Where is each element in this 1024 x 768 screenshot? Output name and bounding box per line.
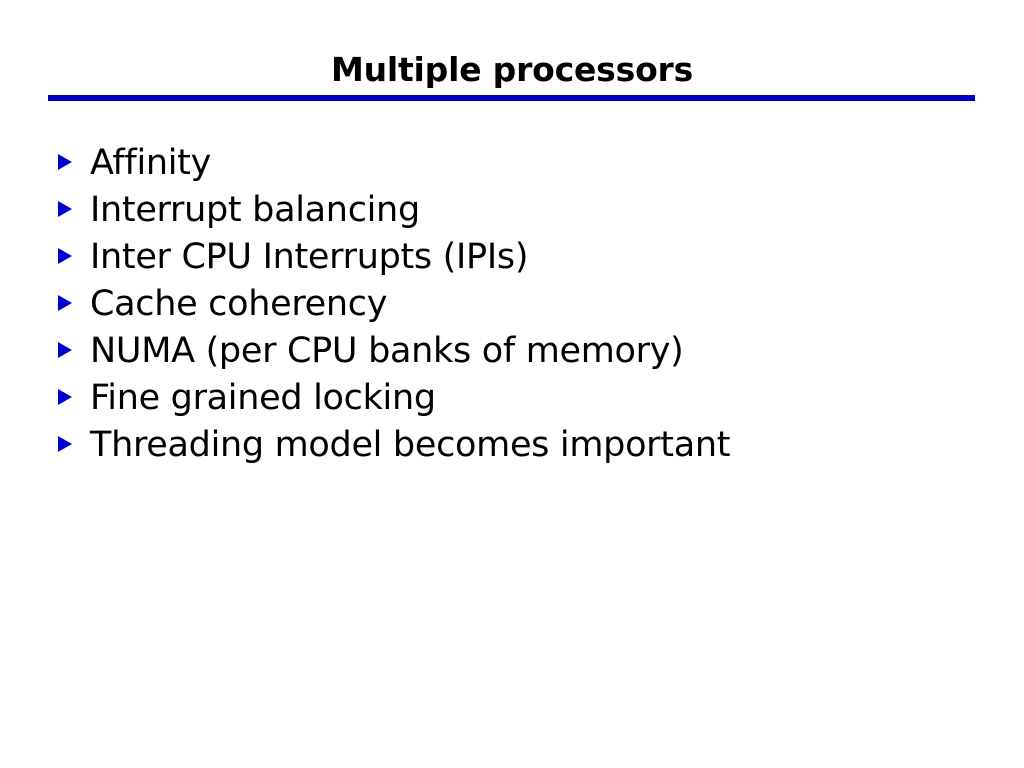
list-item-label: Cache coherency bbox=[90, 284, 388, 324]
list-item: Affinity bbox=[58, 140, 998, 187]
page-title: Multiple processors bbox=[330, 50, 694, 89]
title-underline-rule bbox=[48, 95, 975, 101]
list-item-label: NUMA (per CPU banks of memory) bbox=[90, 331, 684, 371]
list-item-label: Threading model becomes important bbox=[90, 425, 731, 465]
triangle-right-bullet-icon bbox=[58, 295, 72, 311]
list-item-label: Interrupt balancing bbox=[90, 190, 420, 230]
list-item-label: Inter CPU Interrupts (IPIs) bbox=[90, 237, 529, 277]
bullet-list: Affinity Interrupt balancing Inter CPU I… bbox=[58, 140, 998, 469]
triangle-right-bullet-icon bbox=[58, 154, 72, 170]
list-item: NUMA (per CPU banks of memory) bbox=[58, 328, 998, 375]
list-item: Cache coherency bbox=[58, 281, 998, 328]
triangle-right-bullet-icon bbox=[58, 248, 72, 264]
list-item: Fine grained locking bbox=[58, 375, 998, 422]
list-item: Interrupt balancing bbox=[58, 187, 998, 234]
list-item: Threading model becomes important bbox=[58, 422, 998, 469]
list-item-label: Affinity bbox=[90, 143, 212, 183]
triangle-right-bullet-icon bbox=[58, 342, 72, 358]
list-item-label: Fine grained locking bbox=[90, 378, 436, 418]
list-item: Inter CPU Interrupts (IPIs) bbox=[58, 234, 998, 281]
triangle-right-bullet-icon bbox=[58, 201, 72, 217]
triangle-right-bullet-icon bbox=[58, 389, 72, 405]
triangle-right-bullet-icon bbox=[58, 436, 72, 452]
